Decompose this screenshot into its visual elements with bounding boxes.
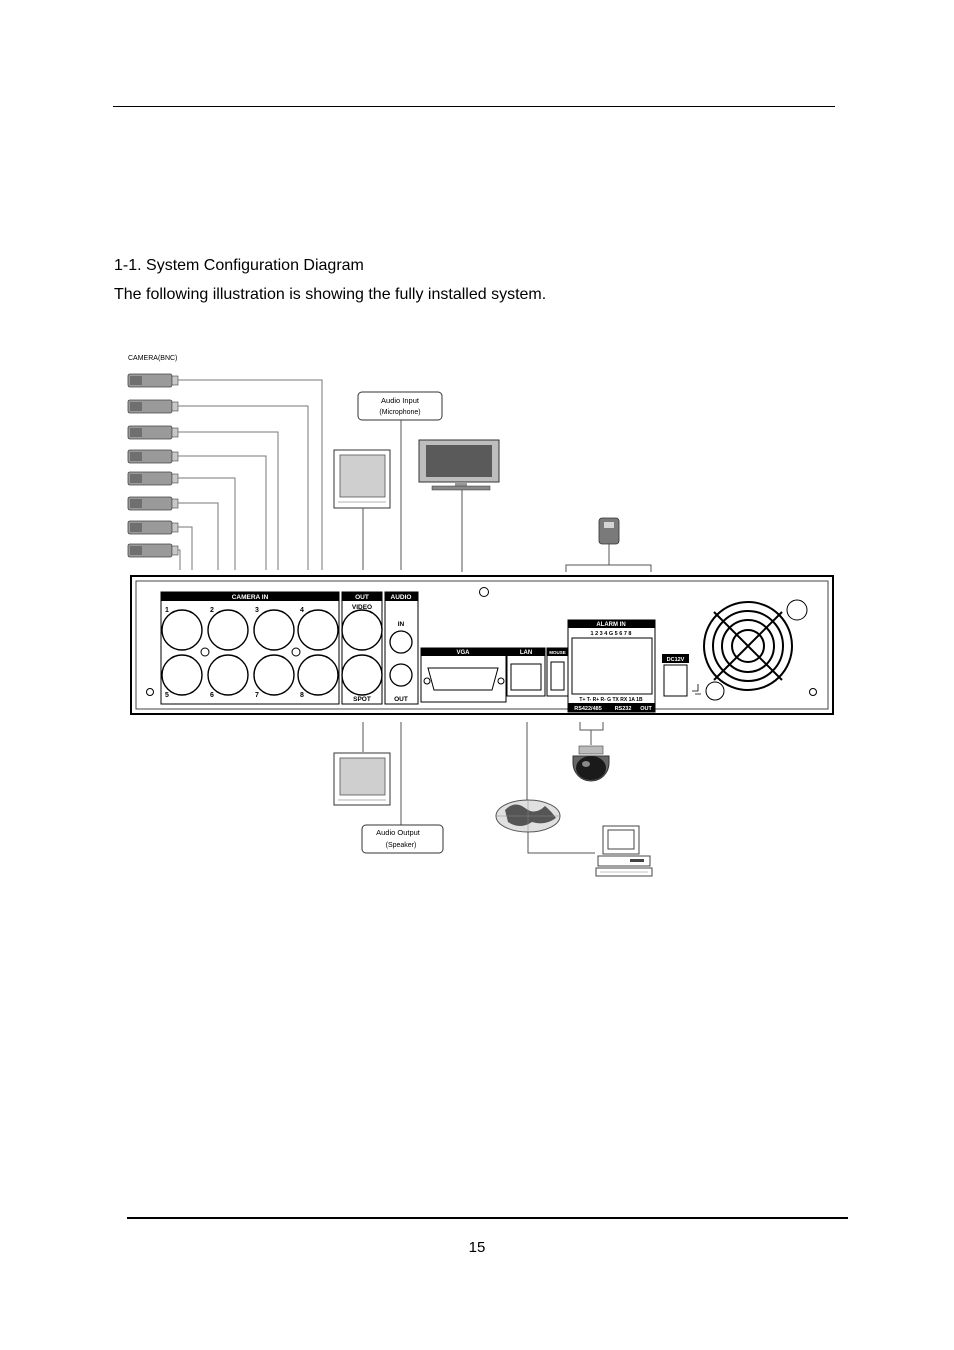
alarm-in-label: ALARM IN bbox=[596, 622, 625, 628]
ch-6-label: 6 bbox=[210, 692, 214, 699]
ch-7-label: 7 bbox=[255, 692, 259, 699]
camera-bnc-label: CAMERA(BNC) bbox=[128, 355, 177, 362]
spot-monitor-icon bbox=[333, 752, 391, 806]
internet-globe-icon bbox=[495, 799, 561, 833]
audio-input-box: Audio Input (Microphone) bbox=[357, 391, 443, 421]
computer-icon bbox=[595, 825, 653, 877]
terminal-pins: T+ T- R+ R- G TX RX 1A 1B bbox=[579, 697, 643, 703]
ch-5-label: 5 bbox=[165, 692, 169, 699]
camera-2-icon bbox=[127, 399, 179, 414]
camera-5-icon bbox=[127, 471, 179, 486]
video-label: VIDEO bbox=[352, 604, 372, 611]
camera-1-icon bbox=[127, 373, 179, 388]
ptz-dome-camera-icon bbox=[572, 745, 610, 782]
ch-8-label: 8 bbox=[300, 692, 304, 699]
fan-grille-icon bbox=[703, 599, 808, 691]
audio-in-label: IN bbox=[398, 621, 405, 628]
video-out-label: OUT bbox=[355, 594, 369, 601]
camera-4-icon bbox=[127, 449, 179, 464]
audio-out-label: OUT bbox=[394, 696, 408, 703]
audio-input-label: Audio Input bbox=[381, 396, 420, 405]
audio-output-box: Audio Output (Speaker) bbox=[361, 824, 444, 854]
audio-label: AUDIO bbox=[391, 594, 412, 601]
page-number: 15 bbox=[468, 1239, 486, 1256]
rs485-label: RS422/485 bbox=[574, 706, 602, 712]
alarm-numbers: 1 2 3 4 G 5 6 7 8 bbox=[591, 631, 632, 637]
audio-input-sublabel: (Microphone) bbox=[379, 409, 420, 416]
mouse-label: MOUSE bbox=[549, 650, 566, 655]
audio-output-label: Audio Output bbox=[376, 828, 421, 837]
ch-4-label: 4 bbox=[300, 607, 304, 614]
audio-output-sublabel: (Speaker) bbox=[386, 842, 417, 849]
ch-2-label: 2 bbox=[210, 607, 214, 614]
camera-7-icon bbox=[127, 520, 179, 535]
camera-6-icon bbox=[127, 496, 179, 511]
camera-in-label: CAMERA IN bbox=[232, 594, 269, 601]
rs232-label: RS232 bbox=[615, 706, 632, 712]
lan-label: LAN bbox=[520, 650, 532, 656]
footer-rule bbox=[127, 1217, 848, 1219]
section-description: The following illustration is showing th… bbox=[114, 286, 547, 303]
camera-8-icon bbox=[127, 543, 179, 558]
header-rule bbox=[113, 106, 835, 107]
vga-display-icon bbox=[418, 439, 500, 491]
system-configuration-diagram: CAMERA(BNC) Audio Input (Microphone) bbox=[127, 355, 834, 877]
dc-label: DC12V bbox=[667, 657, 685, 663]
alarm-out-label: OUT bbox=[640, 706, 652, 712]
camera-cables bbox=[178, 379, 323, 570]
vga-label: VGA bbox=[456, 650, 470, 656]
ch-1-label: 1 bbox=[165, 607, 169, 614]
dvr-rear-panel: CAMERA IN 1 2 3 4 5 6 7 8 OUT VIDEO SPOT… bbox=[130, 575, 834, 715]
main-monitor-icon bbox=[333, 449, 391, 509]
camera-3-icon bbox=[127, 425, 179, 440]
alarm-sensor-icon bbox=[598, 517, 620, 545]
spot-label: SPOT bbox=[353, 696, 371, 703]
bnc-connectors bbox=[161, 609, 339, 696]
ch-3-label: 3 bbox=[255, 607, 259, 614]
section-title: 1-1. System Configuration Diagram bbox=[114, 257, 364, 274]
